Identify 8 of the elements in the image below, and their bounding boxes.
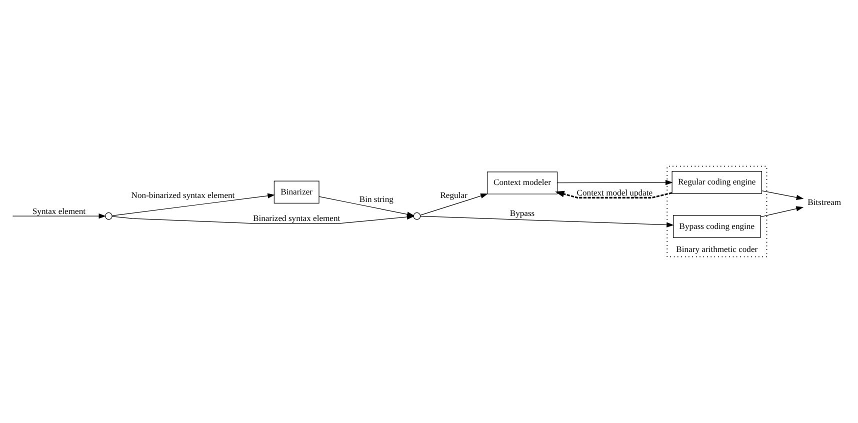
node-text: Bitstream xyxy=(808,196,842,207)
edge-label: Bypass xyxy=(510,208,535,218)
edge-label: Regular xyxy=(440,190,468,200)
edge-label: Syntax element xyxy=(32,206,86,216)
edge-label: Context model update xyxy=(576,187,653,198)
edge-label: Non-binarized syntax element xyxy=(131,190,235,200)
edge-label: Binarized syntax element xyxy=(252,213,340,224)
edge-label: Bin string xyxy=(359,194,394,204)
